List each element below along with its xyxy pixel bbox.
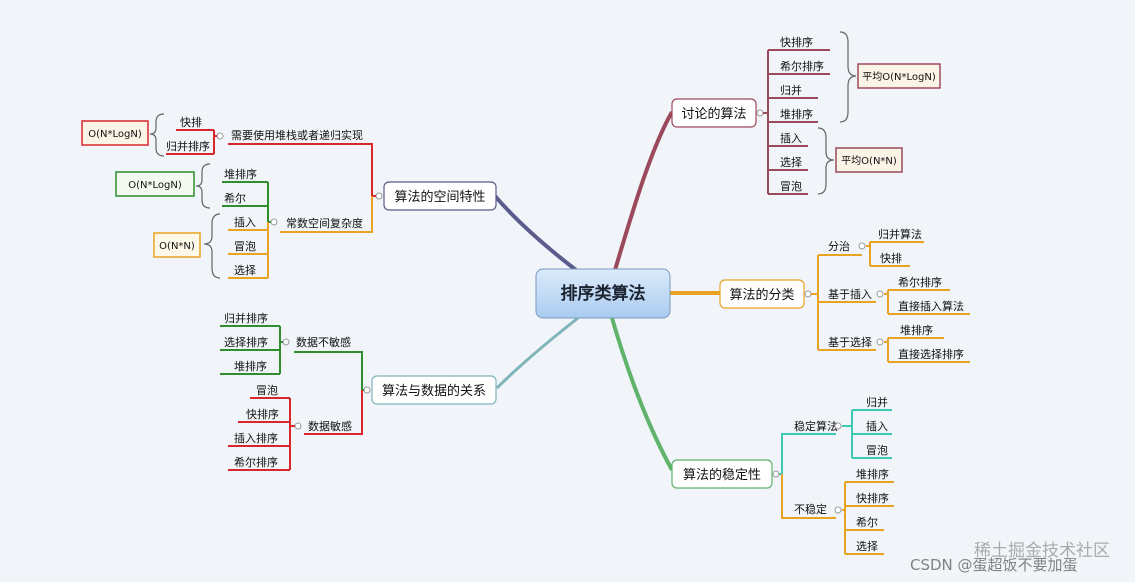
data-item-1-0: 冒泡 <box>256 383 278 397</box>
note-const-b <box>153 232 201 258</box>
discuss-item-4: 插入 <box>780 131 802 145</box>
classify-title: 算法的分类 <box>729 287 794 303</box>
stability-item-1-0: 堆排序 <box>856 467 889 481</box>
branch-discuss: 讨论的算法 快排序 希尔排序 归并 堆排序 插入 选择 冒泡 平均O(N*Log… <box>671 31 941 195</box>
space-item-1-4: 选择 <box>234 263 256 277</box>
discuss-item-1: 希尔排序 <box>780 59 824 73</box>
stability-title: 算法的稳定性 <box>683 467 761 483</box>
data-item-1-2: 插入排序 <box>234 431 278 445</box>
classify-item-0-1: 快排 <box>880 251 902 265</box>
data-item-1-1: 快排序 <box>246 407 279 421</box>
connector-stability <box>610 317 674 471</box>
space-item-1-1: 希尔 <box>224 191 246 205</box>
watermark-csdn: CSDN @蛋超饭不要加蛋 <box>910 556 1078 574</box>
discuss-node[interactable] <box>671 98 757 128</box>
note-stack <box>81 120 149 146</box>
space-item-1-2: 插入 <box>234 215 256 229</box>
stability-item-0-2: 冒泡 <box>866 443 888 457</box>
stability-item-1-3: 选择 <box>856 539 878 553</box>
classify-item-1-1: 直接插入算法 <box>898 299 964 313</box>
classify-item-2-1: 直接选择排序 <box>898 347 964 361</box>
space-node[interactable] <box>383 181 497 211</box>
brace-const-a <box>195 163 211 209</box>
stability-group-1: 不稳定 <box>794 502 827 516</box>
note-const-a <box>115 171 195 197</box>
branch-stability: 算法的稳定性 稳定算法 归并 插入 冒泡 不稳定 堆排序 快排序 希尔 选择 <box>671 395 894 555</box>
space-item-1-0: 堆排序 <box>224 167 257 181</box>
stability-group-0: 稳定算法 <box>794 419 838 433</box>
branch-data: 算法与数据的关系 数据不敏感 归并排序 选择排序 堆排序 数据敏感 冒泡 快排序… <box>220 311 497 471</box>
discuss-item-5: 选择 <box>780 155 802 169</box>
data-group-0: 数据不敏感 <box>296 335 351 349</box>
classify-group-1: 基于插入 <box>828 287 872 301</box>
discuss-title: 讨论的算法 <box>681 106 746 122</box>
discuss-item-2: 归并 <box>780 83 802 97</box>
discuss-item-3: 堆排序 <box>780 107 813 121</box>
stability-item-1-1: 快排序 <box>856 491 889 505</box>
data-node[interactable] <box>371 375 497 405</box>
data-title: 算法与数据的关系 <box>382 383 486 399</box>
discuss-item-0: 快排序 <box>780 35 813 49</box>
space-item-0-1: 归并排序 <box>166 139 210 153</box>
note-fast <box>857 63 941 89</box>
connector-data <box>495 316 579 390</box>
stability-node[interactable] <box>671 459 773 489</box>
data-group-1: 数据敏感 <box>308 419 352 433</box>
connector-space <box>493 194 578 272</box>
note-const-a-label: O(N*LogN) <box>128 180 182 191</box>
note-stack-label: O(N*LogN) <box>88 129 142 140</box>
classify-group-2: 基于选择 <box>828 335 872 349</box>
note-slow <box>835 147 903 173</box>
branch-classify: 算法的分类 分治 基于插入 基于选择 归并算法 快排 希尔排序 直接插入算法 <box>719 227 970 363</box>
brace-fast <box>839 31 857 123</box>
data-item-0-2: 堆排序 <box>234 359 267 373</box>
classify-node[interactable] <box>719 279 805 309</box>
data-item-0-1: 选择排序 <box>224 335 268 349</box>
brace-slow <box>817 127 835 195</box>
note-const-b-label: O(N*N) <box>159 241 195 252</box>
classify-item-0-0: 归并算法 <box>878 227 922 241</box>
classify-group-0: 分治 <box>828 239 850 253</box>
space-group-1: 常数空间复杂度 <box>286 216 363 230</box>
stability-item-1-2: 希尔 <box>856 515 878 529</box>
data-item-1-3: 希尔排序 <box>234 455 278 469</box>
stability-item-0-0: 归并 <box>866 395 888 409</box>
note-slow-label: 平均O(N*N) <box>841 155 897 167</box>
note-fast-label: 平均O(N*LogN) <box>862 71 936 83</box>
data-item-0-0: 归并排序 <box>224 311 268 325</box>
discuss-item-6: 冒泡 <box>780 179 802 193</box>
connector-discuss <box>613 110 674 271</box>
space-item-1-3: 冒泡 <box>234 239 256 253</box>
classify-item-2-0: 堆排序 <box>900 323 933 337</box>
watermark-juejin: 稀土掘金技术社区 <box>974 541 1110 561</box>
classify-item-1-0: 希尔排序 <box>898 275 942 289</box>
space-title: 算法的空间特性 <box>394 189 485 205</box>
brace-const-b <box>203 213 221 279</box>
space-group-0: 需要使用堆栈或者递归实现 <box>231 128 363 142</box>
branch-space: 算法的空间特性 需要使用堆栈或者递归实现 快排 归并排序 O(N*LogN) 常… <box>81 113 497 279</box>
brace-stack <box>149 113 165 157</box>
root-node[interactable]: 排序类算法 <box>535 268 671 319</box>
stability-item-0-1: 插入 <box>866 419 888 433</box>
space-item-0-0: 快排 <box>180 115 202 129</box>
root-label: 排序类算法 <box>561 283 646 304</box>
